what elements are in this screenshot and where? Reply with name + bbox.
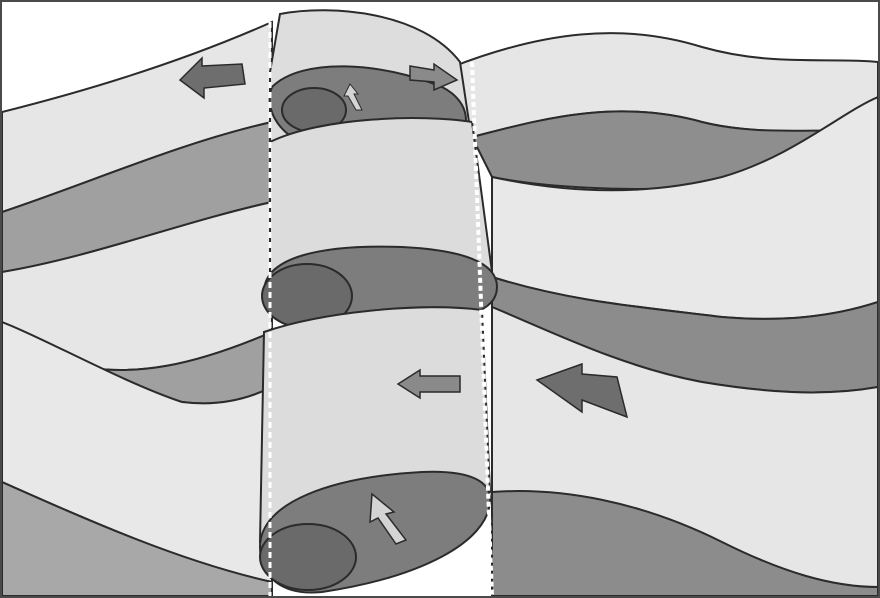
lower-fold-core (260, 524, 356, 590)
